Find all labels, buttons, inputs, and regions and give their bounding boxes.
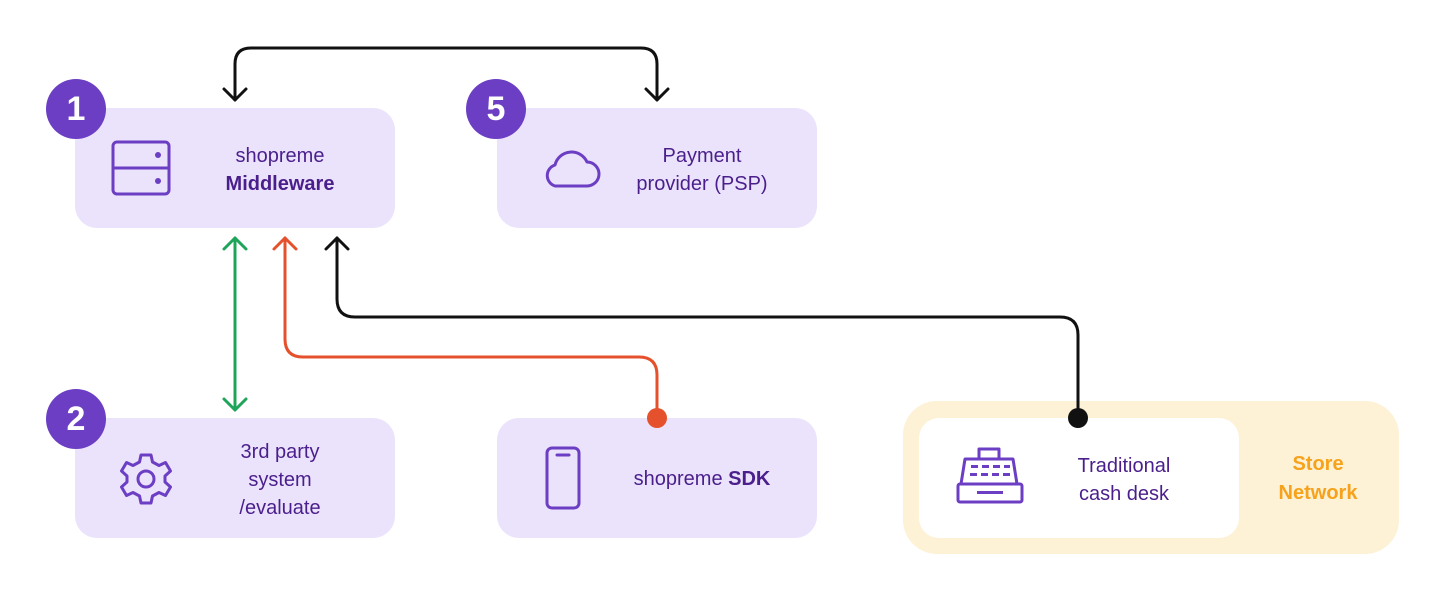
middleware-card[interactable]: shopreme Middleware xyxy=(75,108,395,228)
third-party-label: 3rd party system /evaluate xyxy=(239,441,321,519)
smartphone-icon xyxy=(545,446,581,510)
cash-desk-label: Traditional cash desk xyxy=(1077,455,1171,505)
step-badge-2: 2 xyxy=(46,389,106,449)
sdk-card[interactable]: shopreme SDK xyxy=(497,418,817,538)
step-badge-5: 5 xyxy=(466,79,526,139)
cash-desk-connector xyxy=(324,236,1080,420)
third-party-card[interactable]: 3rd party system /evaluate xyxy=(75,418,395,538)
cash-desk-connector-dot xyxy=(1068,408,1088,428)
step-badge-1: 1 xyxy=(46,79,106,139)
server-icon xyxy=(111,140,171,196)
middleware-psp-connector xyxy=(222,46,670,102)
sdk-connector xyxy=(272,236,659,420)
psp-card[interactable]: Payment provider (PSP) xyxy=(497,108,817,228)
middleware-label: shopreme Middleware xyxy=(225,145,335,195)
third-party-connector xyxy=(222,236,248,412)
cash-register-icon xyxy=(956,447,1024,504)
store-network-label: Store Network xyxy=(1278,453,1358,504)
gear-icon xyxy=(120,453,172,505)
sdk-label: shopreme SDK xyxy=(633,468,771,490)
cloud-icon xyxy=(545,150,601,188)
sdk-connector-dot xyxy=(647,408,667,428)
cash-desk-card[interactable]: Traditional cash desk xyxy=(919,418,1239,538)
psp-label: Payment provider (PSP) xyxy=(636,145,768,195)
